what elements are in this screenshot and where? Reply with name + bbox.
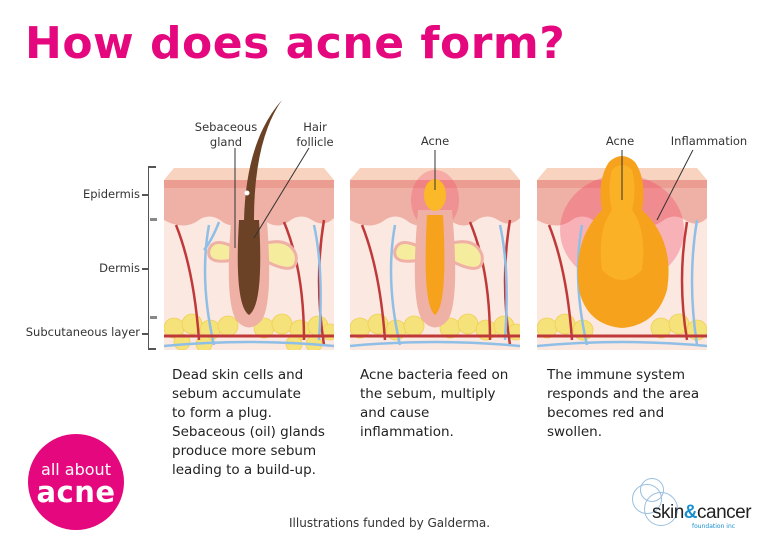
all-about-acne-logo: all about acne <box>28 434 124 530</box>
callout-inflammation: Inflammation <box>670 134 748 148</box>
skin-cross-section-acne <box>350 150 520 350</box>
caption-panel-1: Dead skin cells and sebum accumulate to … <box>172 367 325 478</box>
logo-circle-icon <box>644 492 678 526</box>
bracket-tick <box>142 268 148 270</box>
label-subcutaneous: Subcutaneous layer <box>25 325 140 339</box>
skin-cancer-foundation-logo: skin&cancer foundation inc <box>630 478 765 533</box>
bracket-notch <box>150 316 157 319</box>
callout-hair-follicle: Hair follicle <box>296 120 334 149</box>
skin-cross-section-normal <box>164 100 334 350</box>
layer-bracket <box>148 166 149 349</box>
caption-panel-3: The immune system responds and the area … <box>547 367 700 440</box>
logo-wordmark: skin&cancer <box>652 502 752 524</box>
bracket-tick <box>148 348 156 350</box>
label-epidermis: Epidermis <box>82 187 140 201</box>
label-dermis: Dermis <box>99 261 140 275</box>
skin-panel-acne <box>350 150 520 350</box>
logo-subtitle: foundation inc <box>692 523 736 530</box>
bracket-notch <box>150 218 157 221</box>
bracket-tick <box>148 166 156 168</box>
logo-word-cancer: cancer <box>697 502 752 523</box>
skin-panel-normal <box>164 100 334 350</box>
callout-acne-inflamed: Acne <box>605 134 635 148</box>
page-title: How does acne form? <box>25 18 566 69</box>
caption-panel-2: Acne bacteria feed on the sebum, multipl… <box>360 367 509 440</box>
logo-word-skin: skin <box>652 502 684 523</box>
logo-line-2: acne <box>36 475 116 509</box>
bracket-tick <box>142 333 148 335</box>
logo-ampersand: & <box>683 502 698 523</box>
skin-cross-section-inflamed <box>537 150 707 350</box>
callout-sebaceous-gland: Sebaceous gland <box>194 120 258 149</box>
bracket-tick <box>142 194 148 196</box>
logo-line-1: all about <box>41 460 111 479</box>
callout-acne: Acne <box>420 134 450 148</box>
skin-panel-inflamed <box>537 150 707 350</box>
illustration-credit: Illustrations funded by Galderma. <box>289 516 491 530</box>
